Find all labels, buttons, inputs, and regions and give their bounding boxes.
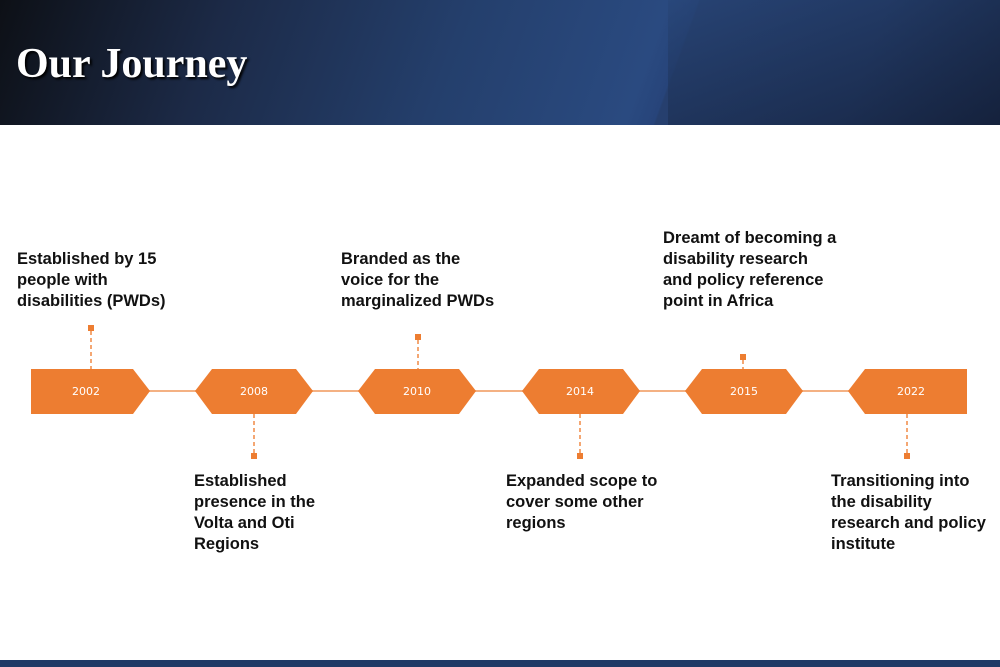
milestone-text-2022: Transitioning into the disability resear…	[831, 472, 986, 553]
footer-bar	[0, 660, 1000, 667]
marker-2008	[251, 453, 257, 459]
milestone-shape-2002	[31, 369, 150, 414]
milestone-text-2002: Established by 15 people with disabiliti…	[17, 250, 166, 310]
marker-2015	[740, 354, 746, 360]
milestone-shape-2010	[358, 369, 476, 414]
milestone-shape-2008	[195, 369, 313, 414]
marker-2014	[577, 453, 583, 459]
year-2010: 2010	[403, 385, 431, 398]
year-2015: 2015	[730, 385, 758, 398]
marker-2010	[415, 334, 421, 340]
year-2002: 2002	[72, 385, 100, 398]
marker-2022	[904, 453, 910, 459]
header-banner: Our Journey	[0, 0, 1000, 125]
milestone-text-2010: Branded as the voice for the marginalize…	[341, 250, 495, 310]
year-2022: 2022	[897, 385, 925, 398]
milestone-text-2014: Expanded scope to cover some other regio…	[506, 472, 658, 532]
marker-2002	[88, 325, 94, 331]
year-2008: 2008	[240, 385, 268, 398]
milestone-shape-2014	[522, 369, 640, 414]
page-title: Our Journey	[16, 41, 248, 87]
milestone-text-2008: Established presence in the Volta and Ot…	[194, 472, 316, 553]
year-2014: 2014	[566, 385, 594, 398]
header-right-panel	[668, 0, 1000, 125]
milestone-text-2015: Dreamt of becoming a disability research…	[663, 229, 837, 310]
milestone-shape-2022	[848, 369, 967, 414]
milestone-shape-2015	[685, 369, 803, 414]
